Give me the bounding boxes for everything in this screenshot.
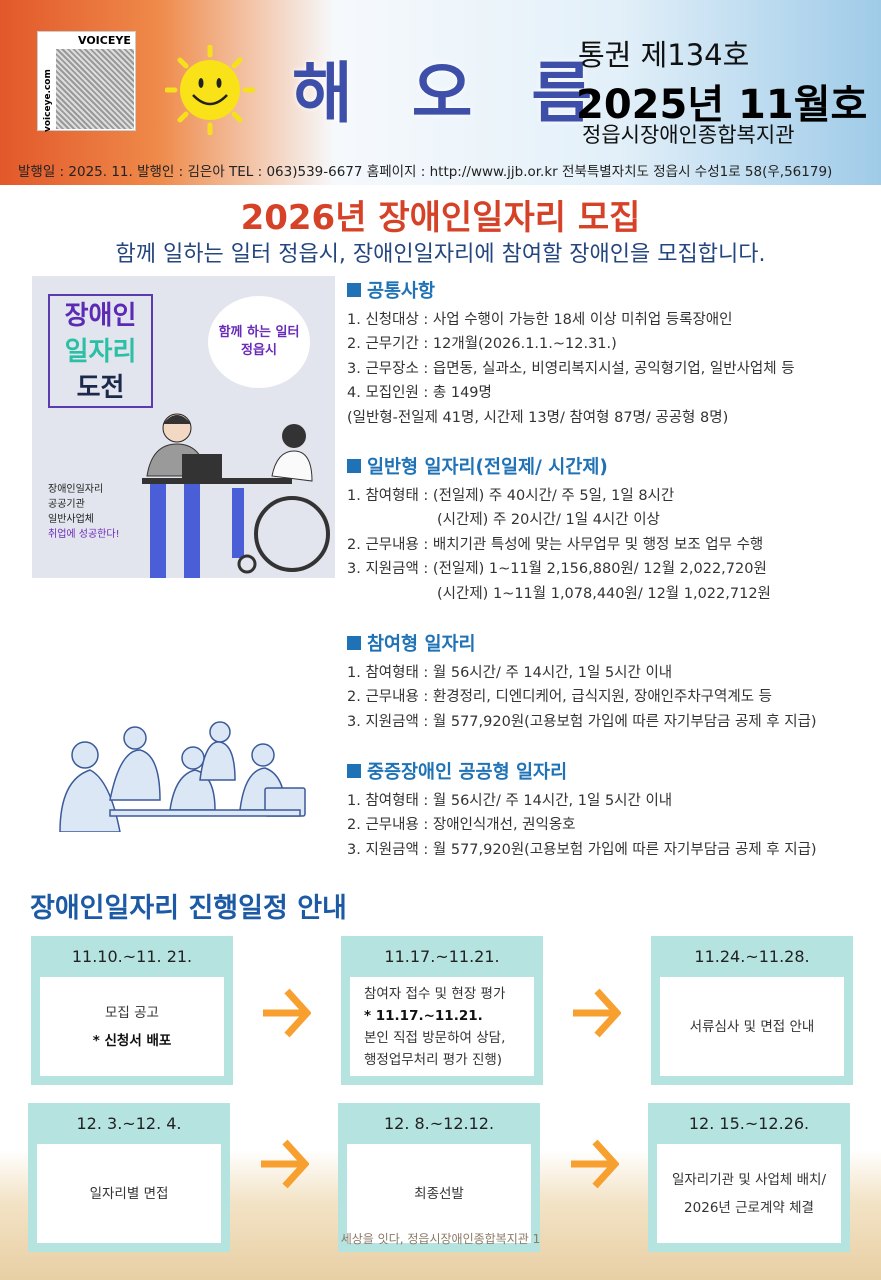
section-line: 3. 지원금액 : 월 577,920원(고용보험 가입에 따른 자기부담금 공… xyxy=(347,841,817,858)
section-common: 공통사항 1. 신청대상 : 사업 수행이 가능한 18세 이상 미취업 등록장… xyxy=(347,280,795,430)
voiceye-code[interactable]: VOICEYE voiceye.com xyxy=(37,31,136,132)
badge-line: 장애인 xyxy=(64,301,137,331)
section-participation-jobs: 참여형 일자리 1. 참여형태 : 월 56시간/ 주 14시간, 1일 5시간… xyxy=(347,633,817,734)
issue-number: 통권 제134호 xyxy=(578,38,750,72)
page-title: 2026년 장애인일자리 모집 xyxy=(240,198,641,238)
step-line: 2026년 근로계약 체결 xyxy=(684,1199,814,1216)
step-line: * 11.17.~11.21. xyxy=(364,1007,483,1024)
square-bullet-icon xyxy=(347,283,361,297)
newsletter-logo: 해 오 름 xyxy=(292,55,611,132)
step-date: 11.17.~11.21. xyxy=(384,947,500,966)
heading-text: 중증장애인 공공형 일자리 xyxy=(367,762,568,783)
step-date: 12. 15.~12.26. xyxy=(688,1114,810,1133)
heading-text: 공통사항 xyxy=(367,281,436,302)
step-line: 모집 공고 xyxy=(105,1004,159,1021)
section-line: 2. 근무기간 : 12개월(2026.1.1.~12.31.) xyxy=(347,336,617,352)
page-footer: 세상을 잇다, 정읍시장애인종합복지관 1 xyxy=(340,1232,541,1246)
schedule-step: 11.24.~11.28. 서류심사 및 면접 안내 xyxy=(651,936,853,1085)
heading-text: 일반형 일자리(전일제/ 시간제) xyxy=(367,457,608,478)
section-line: 1. 참여형태 : (전일제) 주 40시간/ 주 5일, 1일 8시간 xyxy=(347,487,675,504)
page-subtitle: 함께 일하는 일터 정읍시, 장애인일자리에 참여할 장애인을 모집합니다. xyxy=(115,242,766,267)
schedule-step: 11.10.~11. 21. 모집 공고 * 신청서 배포 xyxy=(31,936,233,1085)
section-heading: 중증장애인 공공형 일자리 xyxy=(347,761,817,786)
section-line: 4. 모집인원 : 총 149명 xyxy=(347,385,492,401)
schedule-step: 12. 15.~12.26. 일자리기관 및 사업체 배치/ 2026년 근로계… xyxy=(648,1103,850,1252)
section-public-jobs: 중증장애인 공공형 일자리 1. 참여형태 : 월 56시간/ 주 14시간, … xyxy=(347,761,817,862)
step-line: 본인 직접 방문하여 상담, xyxy=(364,1029,506,1046)
step-content: 최종선발 xyxy=(347,1144,531,1243)
speech-bubble: 함께 하는 일터 정읍시 xyxy=(208,296,310,388)
step-content: 일자리기관 및 사업체 배치/ 2026년 근로계약 체결 xyxy=(657,1144,841,1243)
step-line: 최종선발 xyxy=(414,1185,464,1202)
badge-line: 도전 xyxy=(76,373,125,403)
heading-text: 참여형 일자리 xyxy=(367,634,476,655)
section-heading: 공통사항 xyxy=(347,280,795,305)
step-line: 참여자 접수 및 현장 평가 xyxy=(364,985,506,1002)
side-line: 취업에 성공한다! xyxy=(48,529,120,540)
section-heading: 참여형 일자리 xyxy=(347,633,817,658)
section-line: 1. 신청대상 : 사업 수행이 가능한 18세 이상 미취업 등록장애인 xyxy=(347,311,733,328)
section-line: 2. 근무내용 : 장애인식개선, 권익옹호 xyxy=(347,817,576,833)
step-line: 일자리기관 및 사업체 배치/ xyxy=(671,1171,827,1188)
voiceye-brand: VOICEYE xyxy=(78,34,131,47)
poster-side-text: 장애인일자리 공공기관 일반사업체 취업에 성공한다! xyxy=(48,482,120,542)
step-line: 서류심사 및 면접 안내 xyxy=(689,1018,815,1035)
side-line: 장애인일자리 xyxy=(48,484,104,495)
badge-line: 일자리 xyxy=(64,337,137,367)
arrow-right-icon xyxy=(571,1139,619,1189)
arrow-right-icon xyxy=(263,988,311,1038)
voiceye-url: voiceye.com xyxy=(43,69,53,132)
square-bullet-icon xyxy=(347,636,361,650)
side-line: 일반사업체 xyxy=(48,514,94,525)
step-content: 서류심사 및 면접 안내 xyxy=(660,977,844,1076)
step-line: * 신청서 배포 xyxy=(92,1032,172,1049)
section-line: 3. 근무장소 : 읍면동, 실과소, 비영리복지시설, 공익형기업, 일반사업… xyxy=(347,360,795,377)
step-content: 참여자 접수 및 현장 평가 * 11.17.~11.21. 본인 직접 방문하… xyxy=(350,977,534,1076)
header-banner xyxy=(0,0,881,185)
step-date: 12. 3.~12. 4. xyxy=(76,1114,182,1133)
schedule-step: 11.17.~11.21. 참여자 접수 및 현장 평가 * 11.17.~11… xyxy=(341,936,543,1085)
bubble-line: 함께 하는 일터 xyxy=(218,325,300,340)
section-line: (일반형-전일제 41명, 시간제 13명/ 참여형 87명/ 공공형 8명) xyxy=(347,409,729,426)
schedule-title: 장애인일자리 진행일정 안내 xyxy=(30,893,347,924)
section-line: 2. 근무내용 : 배치기관 특성에 맞는 사무업무 및 행정 보조 업무 수행 xyxy=(347,536,764,553)
smiling-sun-icon xyxy=(165,45,255,135)
side-line: 공공기관 xyxy=(48,499,85,510)
section-general-jobs: 일반형 일자리(전일제/ 시간제) 1. 참여형태 : (전일제) 주 40시간… xyxy=(347,456,771,606)
step-date: 12. 8.~12.12. xyxy=(383,1114,495,1133)
schedule-step: 12. 8.~12.12. 최종선발 xyxy=(338,1103,540,1252)
step-date: 11.10.~11. 21. xyxy=(71,947,193,966)
qr-code-icon xyxy=(56,49,134,129)
poster-badge: 장애인 일자리 도전 xyxy=(48,294,153,408)
schedule-step: 12. 3.~12. 4. 일자리별 면접 xyxy=(28,1103,230,1252)
section-line: 1. 참여형태 : 월 56시간/ 주 14시간, 1일 5시간 이내 xyxy=(347,792,673,809)
section-line: (시간제) 1~11월 1,078,440원/ 12월 1,022,712원 xyxy=(437,585,771,602)
square-bullet-icon xyxy=(347,764,361,778)
arrow-right-icon xyxy=(573,988,621,1038)
step-content: 일자리별 면접 xyxy=(37,1144,221,1243)
office-workers-illustration xyxy=(142,413,330,578)
section-line: 2. 근무내용 : 환경정리, 디엔디케어, 급식지원, 장애인주차구역계도 등 xyxy=(347,689,772,705)
section-heading: 일반형 일자리(전일제/ 시간제) xyxy=(347,456,771,481)
step-date: 11.24.~11.28. xyxy=(694,947,810,966)
bubble-line: 정읍시 xyxy=(241,343,277,358)
issue-month: 2025년 11월호 xyxy=(576,82,868,128)
step-line: 일자리별 면접 xyxy=(89,1185,169,1202)
section-line: 1. 참여형태 : 월 56시간/ 주 14시간, 1일 5시간 이내 xyxy=(347,664,673,681)
meeting-people-illustration xyxy=(59,721,306,832)
organization-name: 정읍시장애인종합복지관 xyxy=(582,123,795,147)
section-line: 3. 지원금액 : 월 577,920원(고용보험 가입에 따른 자기부담금 공… xyxy=(347,713,817,730)
square-bullet-icon xyxy=(347,459,361,473)
arrow-right-icon xyxy=(261,1139,309,1189)
recruitment-poster: 장애인 일자리 도전 함께 하는 일터 정읍시 장애인일자리 공공기관 일반사업… xyxy=(32,276,335,578)
publication-info: 발행일 : 2025. 11. 발행인 : 김은아 TEL : 063)539-… xyxy=(18,164,833,180)
step-line: 행정업무처리 평가 진행) xyxy=(364,1051,503,1068)
section-line: 3. 지원금액 : (전일제) 1~11월 2,156,880원/ 12월 2,… xyxy=(347,561,767,577)
section-line: (시간제) 주 20시간/ 1일 4시간 이상 xyxy=(437,512,660,528)
step-content: 모집 공고 * 신청서 배포 xyxy=(40,977,224,1076)
